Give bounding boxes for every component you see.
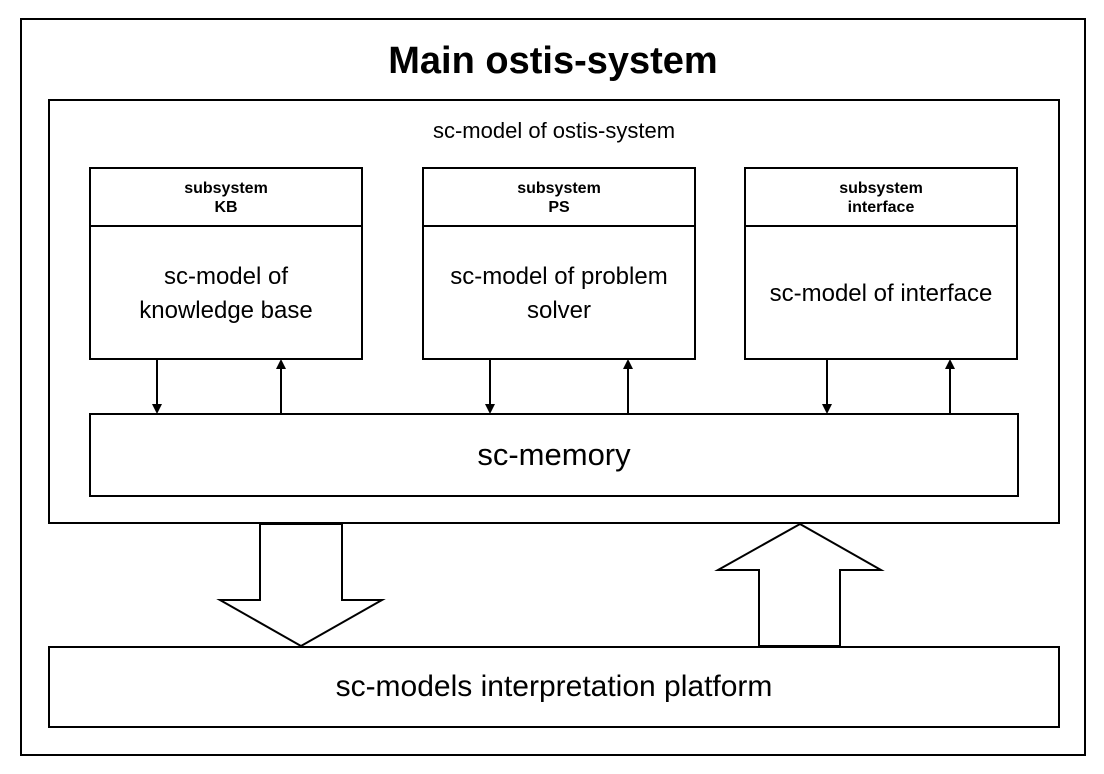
- big-down-arrow: [216, 523, 386, 648]
- subsystem-kb-body: sc-model of knowledge base: [91, 227, 361, 360]
- subsystem-interface-body: sc-model of interface: [746, 227, 1016, 360]
- diagram-title: Main ostis-system: [388, 39, 718, 82]
- subsystem-interface-body-line-1: sc-model of interface: [769, 279, 993, 307]
- subsystem-ps-body: sc-model of problem solver: [424, 227, 694, 360]
- subsystem-kb-header-line-1: subsystem: [184, 180, 268, 197]
- subsystem-kb-body-line-1: sc-model of: [163, 262, 289, 290]
- subsystem-interface: subsystem interface sc-model of interfac…: [744, 167, 1018, 360]
- subsystem-interface-header-line-1: subsystem: [839, 180, 923, 197]
- subsystem-ps-header: subsystem PS: [424, 169, 694, 227]
- subsystem-interface-header: subsystem interface: [746, 169, 1016, 227]
- subsystem-ps-header-line-1: subsystem: [517, 180, 601, 197]
- subsystem-kb-header: subsystem KB: [91, 169, 361, 227]
- platform-box: sc-models interpretation platform: [48, 646, 1060, 728]
- subsystem-interface-header-line-2: interface: [847, 199, 915, 216]
- sc-model-label: sc-model of ostis-system: [432, 118, 676, 143]
- subsystem-kb-header-line-2: KB: [214, 199, 238, 216]
- subsystem-ps-header-line-2: PS: [548, 199, 570, 216]
- subsystem-kb-body-line-2: knowledge base: [139, 296, 313, 324]
- sc-memory-box: sc-memory: [89, 413, 1019, 497]
- subsystem-kb: subsystem KB sc-model of knowledge base: [89, 167, 363, 360]
- subsystem-ps-body-line-1: sc-model of problem: [450, 262, 668, 290]
- subsystem-ps-body-line-2: solver: [526, 296, 592, 324]
- subsystem-ps: subsystem PS sc-model of problem solver: [422, 167, 696, 360]
- big-up-arrow: [714, 522, 885, 647]
